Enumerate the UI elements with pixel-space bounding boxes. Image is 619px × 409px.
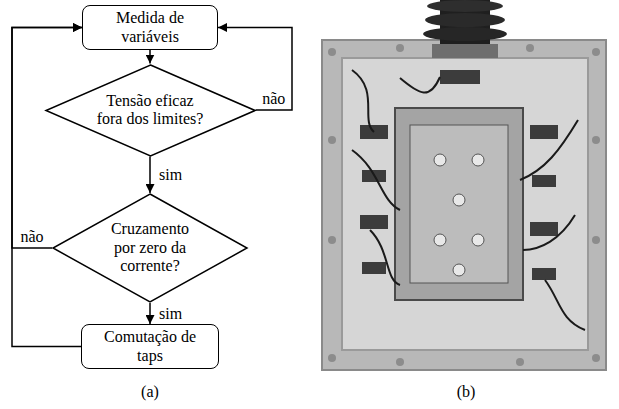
board-pads (434, 154, 484, 276)
process-box: Comutação de taps (81, 324, 219, 369)
housing-cavity (342, 58, 588, 350)
node-text: Comutação de taps (90, 328, 210, 365)
flow-arrow (12, 28, 82, 249)
process-box: Medida de variáveis (82, 5, 218, 50)
diamond-shape (46, 65, 255, 156)
flow-arrow (218, 28, 292, 111)
flow-arrow (149, 50, 151, 64)
flow-arrow (12, 28, 82, 347)
diamond-shape (53, 194, 247, 302)
flow-arrow (149, 303, 151, 324)
bushing (423, 0, 507, 58)
edge-label: não (18, 228, 45, 246)
frame-bolts (328, 44, 600, 366)
board-panel (410, 125, 508, 283)
edge-label: sim (157, 166, 184, 184)
node-text: Cruzamento por zero da corrente? (108, 220, 192, 275)
housing-frame (322, 40, 606, 370)
panel-label: (b) (457, 383, 476, 401)
edge-label: sim (157, 305, 184, 323)
node-text: Tensão eficaz fora dos limites? (94, 92, 206, 129)
decision-diamond: Cruzamento por zero da corrente? (52, 193, 248, 303)
panel-label: (a) (141, 383, 159, 401)
cables (352, 70, 585, 330)
decision-diamond: Tensão eficaz fora dos limites? (45, 64, 256, 157)
flow-arrow (149, 157, 151, 194)
node-text: Medida de variáveis (94, 9, 206, 46)
edge-label: não (260, 90, 287, 108)
circuit-board (395, 108, 523, 300)
